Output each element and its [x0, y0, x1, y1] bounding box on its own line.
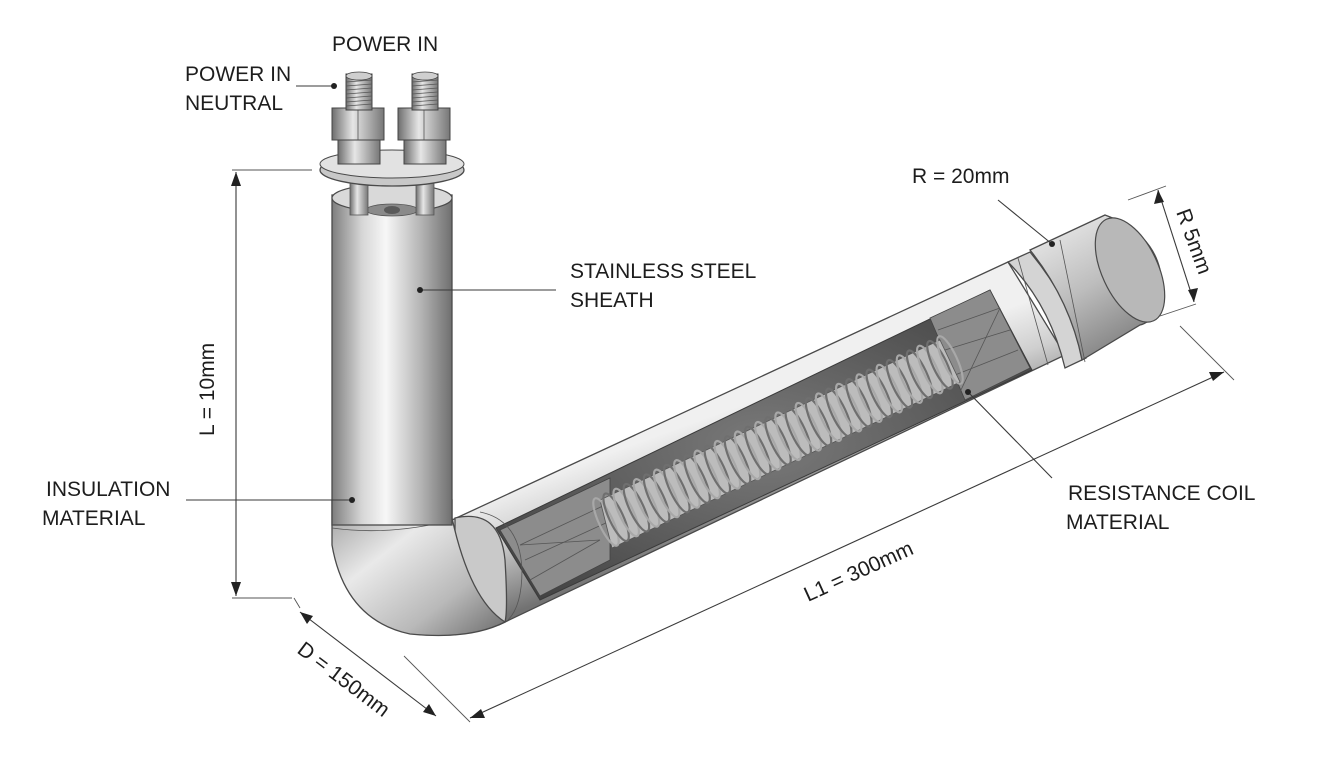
tube-bend [331, 499, 507, 637]
sheath-label-1: STAINLESS STEEL [570, 260, 756, 283]
coil-winding [683, 454, 711, 504]
insulation-label-2: MATERIAL [42, 507, 145, 530]
bolt-thread [345, 103, 373, 107]
coil-label-2: MATERIAL [1066, 511, 1169, 534]
dimension-vertical [231, 169, 312, 599]
coil-winding [905, 349, 934, 400]
coil-winding [733, 430, 762, 481]
coil-winding [673, 459, 701, 509]
coil-winding [774, 411, 802, 462]
coil-winding [754, 420, 782, 471]
insulation-spokes-right [937, 307, 1019, 393]
coil-winding [713, 439, 742, 490]
coil-winding [764, 416, 792, 466]
coil-winding [845, 378, 873, 428]
bolt-thread [345, 79, 373, 83]
bolt-thread [411, 79, 439, 83]
dimension-horizontal [469, 325, 1235, 719]
bolt-thread [411, 103, 439, 107]
dimension-radius-inner-label: R 5mm [1171, 206, 1216, 277]
bolt-thread [411, 83, 439, 87]
coil-winding [632, 478, 661, 528]
resistance-coil [592, 335, 964, 547]
dimension-horizontal-label: L1 = 300mm [801, 537, 917, 607]
radius-leader-dot [1049, 241, 1055, 247]
coil-winding [612, 487, 640, 538]
bolt-thread [411, 91, 439, 95]
coil-label-1: RESISTANCE COIL [1068, 482, 1255, 505]
dimension-vertical-label: L = 10mm [196, 343, 219, 436]
bolt-thread [345, 99, 373, 103]
bolt-thread [411, 99, 439, 103]
coil-winding [936, 335, 964, 385]
sheath-label-2: SHEATH [570, 289, 654, 312]
coil-winding [865, 368, 893, 419]
coil-winding [804, 397, 833, 447]
vertical-sheath [331, 194, 453, 526]
terminal-bolt-power [397, 71, 451, 165]
dimension-diameter [293, 597, 471, 723]
insulation-end-left [499, 477, 611, 597]
coil-winding [895, 354, 924, 404]
coil-winding [642, 473, 671, 524]
neutral-leader-dot [331, 83, 337, 89]
coil-winding [663, 463, 691, 514]
coil-winding [926, 339, 954, 390]
bolt-thread [345, 87, 373, 91]
coil-winding [652, 468, 681, 519]
coil-winding [794, 401, 823, 452]
power-in-neutral-label-1: POWER IN [185, 63, 291, 86]
coil-winding [693, 449, 721, 500]
coil-winding [824, 387, 853, 438]
bolt-thread [411, 87, 439, 91]
coil-winding [744, 425, 772, 476]
bolt-thread [411, 95, 439, 99]
terminal-bolt-neutral [331, 71, 385, 165]
bolt-thread [345, 91, 373, 95]
horizontal-tube [451, 214, 1166, 629]
coil-winding [622, 482, 651, 533]
coil-winding [602, 492, 630, 543]
dimension-radius-outer-label: R = 20mm [912, 165, 1009, 188]
coil-winding [814, 392, 843, 443]
coil-winding [916, 344, 944, 395]
coil-winding [835, 382, 863, 433]
dimension-diameter-label: D = 150mm [293, 638, 394, 722]
coil-winding [855, 373, 883, 423]
coil-winding [592, 497, 620, 547]
insulation-spokes-left [519, 504, 609, 581]
coil-winding [703, 444, 732, 495]
coil-leader-dot [965, 389, 971, 395]
coil-winding [784, 406, 812, 457]
insulation-leader-dot [349, 497, 355, 503]
bolt-thread [345, 83, 373, 87]
coil-winding [885, 358, 914, 409]
dimension-radius-inner [1127, 185, 1198, 317]
coil-winding [723, 435, 752, 485]
power-in-neutral-label-2: NEUTRAL [185, 92, 283, 115]
coil-winding [875, 363, 904, 414]
tube-end-face [1094, 217, 1166, 323]
insulation-label-1: INSULATION [46, 478, 170, 501]
sheath-leader-dot [417, 287, 423, 293]
power-in-label: POWER IN [332, 33, 438, 56]
vertical-tube [319, 149, 465, 526]
bolt-thread [345, 95, 373, 99]
